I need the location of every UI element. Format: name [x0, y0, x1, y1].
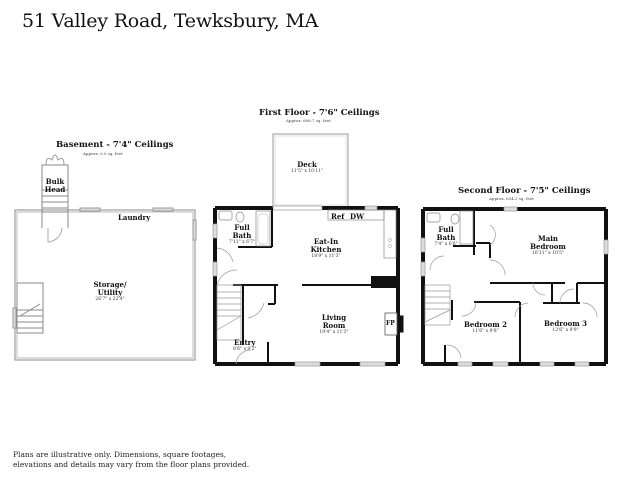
room-bedroom-3: Bedroom 3 12'6" x 9'9" — [544, 320, 587, 334]
disclaimer: Plans are illustrative only. Dimensions,… — [13, 450, 249, 470]
room-bedroom-2: Bedroom 2 11'6" x 9'8" — [464, 321, 507, 335]
disclaimer-line-2: elevations and details may vary from the… — [13, 460, 250, 469]
room-dimensions: 7'11" x 6'7" — [228, 240, 256, 245]
room-eat-in-kitchen: Eat-In Kitchen 18'9" x 11'3" — [306, 238, 346, 260]
room-name: Laundry — [118, 213, 151, 222]
room-name: Full Bath — [232, 223, 252, 240]
second-floor-area: Approx. 634.2 sq. feet — [489, 196, 534, 201]
appliance-refrigerator: Ref — [331, 213, 344, 221]
second-floor-plan — [420, 206, 609, 367]
room-dimensions: 26'7" x 22'4" — [95, 297, 125, 302]
room-dimensions: 12'6" x 9'9" — [552, 328, 579, 333]
room-name: Full Bath — [436, 225, 456, 242]
room-main-bedroom: Main Bedroom 16'11" x 10'5" — [528, 235, 568, 257]
room-dimensions: 19'4" x 11'3" — [319, 330, 349, 335]
room-bulkhead: Bulk Head — [43, 178, 67, 194]
disclaimer-line-1: Plans are illustrative only. Dimensions,… — [13, 450, 227, 459]
room-dimensions: 11'6" x 9'8" — [472, 329, 499, 334]
room-dimensions: 8'6" x 9'2" — [233, 347, 257, 352]
basement-plan — [12, 154, 197, 361]
basement-area: Approx. 0.0 sq. feet — [83, 151, 123, 156]
room-name: Bulk Head — [44, 177, 66, 194]
first-floor-plan — [212, 133, 404, 367]
room-name: Main Bedroom — [530, 234, 566, 251]
room-dimensions: 11'5" x 10'11" — [291, 169, 324, 174]
room-first-full-bath: Full Bath 7'11" x 6'7" — [227, 224, 257, 246]
room-name: Bedroom 3 — [544, 319, 588, 328]
room-storage-utility: Storage/ Utility 26'7" x 22'4" — [85, 281, 135, 303]
room-dimensions: 16'11" x 10'5" — [531, 251, 565, 256]
room-second-full-bath: Full Bath 7'4" x 6'6" — [432, 226, 460, 248]
room-laundry: Laundry — [118, 214, 150, 222]
first-floor-area: Approx. 606.7 sq. feet — [286, 118, 331, 123]
first-floor-title: First Floor - 7'6" Ceilings — [259, 108, 380, 118]
appliance-dishwasher: DW — [350, 213, 364, 221]
appliance-label: Ref — [331, 212, 345, 221]
room-name: Eat-In Kitchen — [310, 237, 342, 254]
page-title: 51 Valley Road, Tewksbury, MA — [22, 10, 319, 32]
room-name: Bedroom 2 — [464, 320, 508, 329]
room-name: Deck — [297, 160, 317, 169]
room-dimensions: 7'4" x 6'6" — [434, 242, 458, 247]
room-entry: Entry 8'6" x 9'2" — [233, 339, 256, 353]
room-name: Living Room — [321, 313, 347, 330]
room-name: Storage/ Utility — [93, 280, 127, 297]
room-living-room: Living Room 19'4" x 11'3" — [318, 314, 350, 336]
room-name: Entry — [234, 338, 256, 347]
room-deck: Deck 11'5" x 10'11" — [291, 161, 323, 175]
second-floor-title: Second Floor - 7'5" Ceilings — [458, 186, 591, 196]
appliance-label: DW — [350, 212, 364, 221]
room-dimensions: 18'9" x 11'3" — [311, 254, 341, 259]
basement-title: Basement - 7'4" Ceilings — [56, 140, 174, 150]
fireplace: FP — [386, 320, 395, 328]
fireplace-label: FP — [386, 320, 395, 327]
